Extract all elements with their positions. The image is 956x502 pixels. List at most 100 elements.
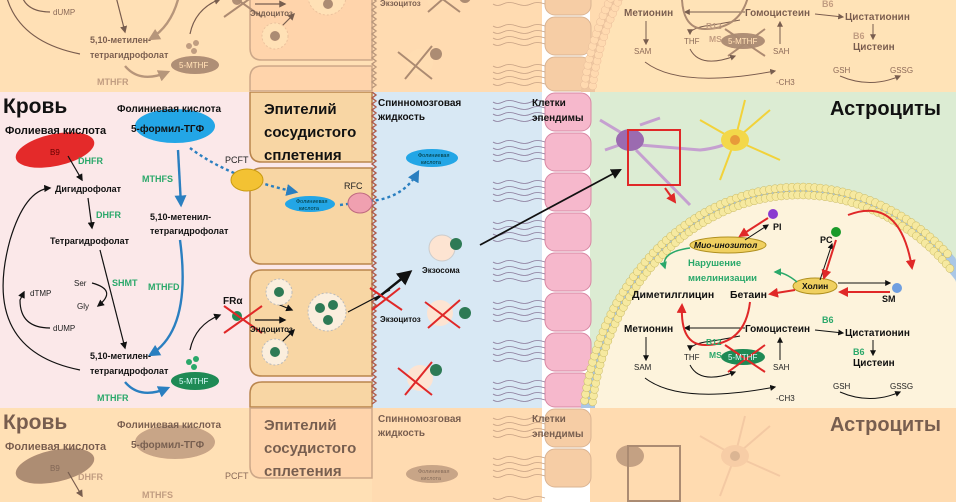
mthf-molecule — [171, 372, 219, 390]
csf-title: Спинномозговая — [378, 98, 461, 109]
epithelium-title-3: сплетения — [264, 463, 342, 480]
myelination-impairment-label: Нарушение — [688, 258, 741, 269]
folinic-acid-label: Фолиниевая — [418, 153, 449, 159]
enzyme-dhfr: DHFR — [78, 156, 103, 166]
folinic-acid-molecule-csf — [406, 149, 458, 167]
dimethylglycine-label: Диметилглицин — [632, 289, 714, 301]
cilium — [492, 398, 546, 402]
blood-title: Кровь — [3, 95, 67, 118]
epithelium-title: Эпителий — [264, 417, 337, 434]
ependymal-cell — [544, 448, 592, 488]
blood-title: Кровь — [3, 411, 67, 434]
fra-receptor-label: FRα — [223, 296, 243, 307]
inhibition-cross-icon — [424, 299, 461, 329]
pcft-transporter — [230, 168, 264, 192]
myo-inositol-label: Мио-инозитол — [694, 240, 758, 250]
enzyme-mthfs: MTHFS — [142, 174, 173, 184]
astrocytes-title: Астроциты — [830, 98, 941, 120]
folic-acid-label: Фолиевая кислота — [5, 441, 107, 453]
gly-label: Gly — [77, 302, 89, 311]
cilium — [492, 386, 546, 390]
ependymal-cell — [544, 92, 592, 132]
pcft-label: PCFT — [225, 471, 249, 481]
cilium — [492, 180, 546, 184]
cilium — [492, 392, 546, 396]
lipid-head — [943, 249, 952, 258]
folinic-acid-label: Фолиниевая — [418, 469, 449, 475]
cilium — [492, 474, 546, 478]
cilium — [492, 428, 546, 432]
folinic-acid-molecule-epithelium — [285, 196, 335, 212]
enzyme-dhfr: DHFR — [96, 210, 121, 220]
ependymal-cells — [492, 92, 592, 408]
cilium — [492, 278, 546, 282]
enzyme-mthfd: MTHFD — [148, 282, 180, 292]
pc-label: PC — [820, 235, 833, 245]
zoom-region-box — [627, 129, 681, 186]
csf-title: Спинномозговая — [378, 414, 461, 425]
cilium — [492, 266, 546, 270]
ependymal-cell — [544, 408, 592, 448]
methionine-label: Метионин — [624, 324, 673, 335]
choline-molecule — [792, 277, 838, 295]
inhibition-cross-icon — [724, 344, 766, 373]
cilium — [492, 352, 546, 356]
choroid-epithelial-cells — [249, 408, 373, 479]
folate-receptor-complexes — [270, 287, 338, 357]
cilium — [492, 300, 546, 304]
exocytosis-label: Экзоцитоз — [380, 315, 421, 324]
pathway-arrows — [67, 471, 83, 498]
ependymal-cell — [544, 172, 592, 212]
inhibition-cross-icon — [223, 305, 263, 334]
cilium — [492, 186, 546, 190]
mthf-label: 5-MTHF — [728, 353, 757, 362]
cilium — [492, 358, 546, 362]
inhibition-cross-icon — [369, 287, 403, 311]
rfc-label: RFC — [344, 181, 363, 191]
folinic-acid-arrows — [124, 147, 420, 398]
epithelium-title-3: сплетения — [264, 147, 342, 164]
cilium — [492, 416, 546, 420]
impaired-pathway-arrows — [676, 209, 916, 347]
folinic-acid-label: Фолиниевая кислота — [117, 420, 222, 431]
b6-label-2: B6 — [853, 347, 865, 357]
endocytosis-label: Эндоцитоз — [250, 325, 293, 334]
epithelium-title: Эпителий — [264, 101, 337, 118]
cilium — [492, 434, 546, 438]
folinic-acid-molecule — [135, 425, 215, 459]
cilium — [492, 238, 546, 242]
cilium — [492, 100, 546, 104]
cilium — [492, 318, 546, 322]
cilium — [492, 146, 546, 150]
epithelium-title-2: сосудистого — [264, 440, 356, 457]
folinic-acid-molecule-csf — [406, 465, 458, 483]
neuron-illustration — [599, 116, 736, 207]
astrocyte-region — [590, 408, 956, 502]
epithelium-title-2: сосудистого — [264, 124, 356, 141]
sm-lipid — [892, 283, 902, 293]
mthf-label: 5-MTHF — [179, 377, 208, 386]
cysteine-label: Цистеин — [853, 358, 895, 369]
b9-label: B9 — [50, 148, 60, 157]
sm-label: SM — [882, 294, 896, 304]
homocysteine-label: Гомоцистеин — [745, 324, 810, 335]
ch3-label: -CH3 — [776, 394, 795, 403]
cilium — [492, 272, 546, 276]
ms-enzyme-label: MS — [709, 350, 722, 360]
csf-region — [372, 92, 542, 408]
b12-label: B12 — [706, 337, 722, 347]
cilium — [492, 152, 546, 156]
ependymal-cell — [544, 212, 592, 252]
ependyma-title-2: эпендимы — [532, 113, 584, 124]
methenyl-thf-label: 5,10-метенил- — [150, 212, 211, 222]
pcft-label: PCFT — [225, 155, 249, 165]
methylene-thf-label: 5,10-метилен- — [90, 351, 151, 361]
cilium — [492, 140, 546, 144]
csf-title-2: жидкость — [377, 428, 425, 439]
methylene-thf-label-2: тетрагидрофолат — [90, 366, 169, 376]
folic-acid-label: Фолиевая кислота — [5, 125, 107, 137]
